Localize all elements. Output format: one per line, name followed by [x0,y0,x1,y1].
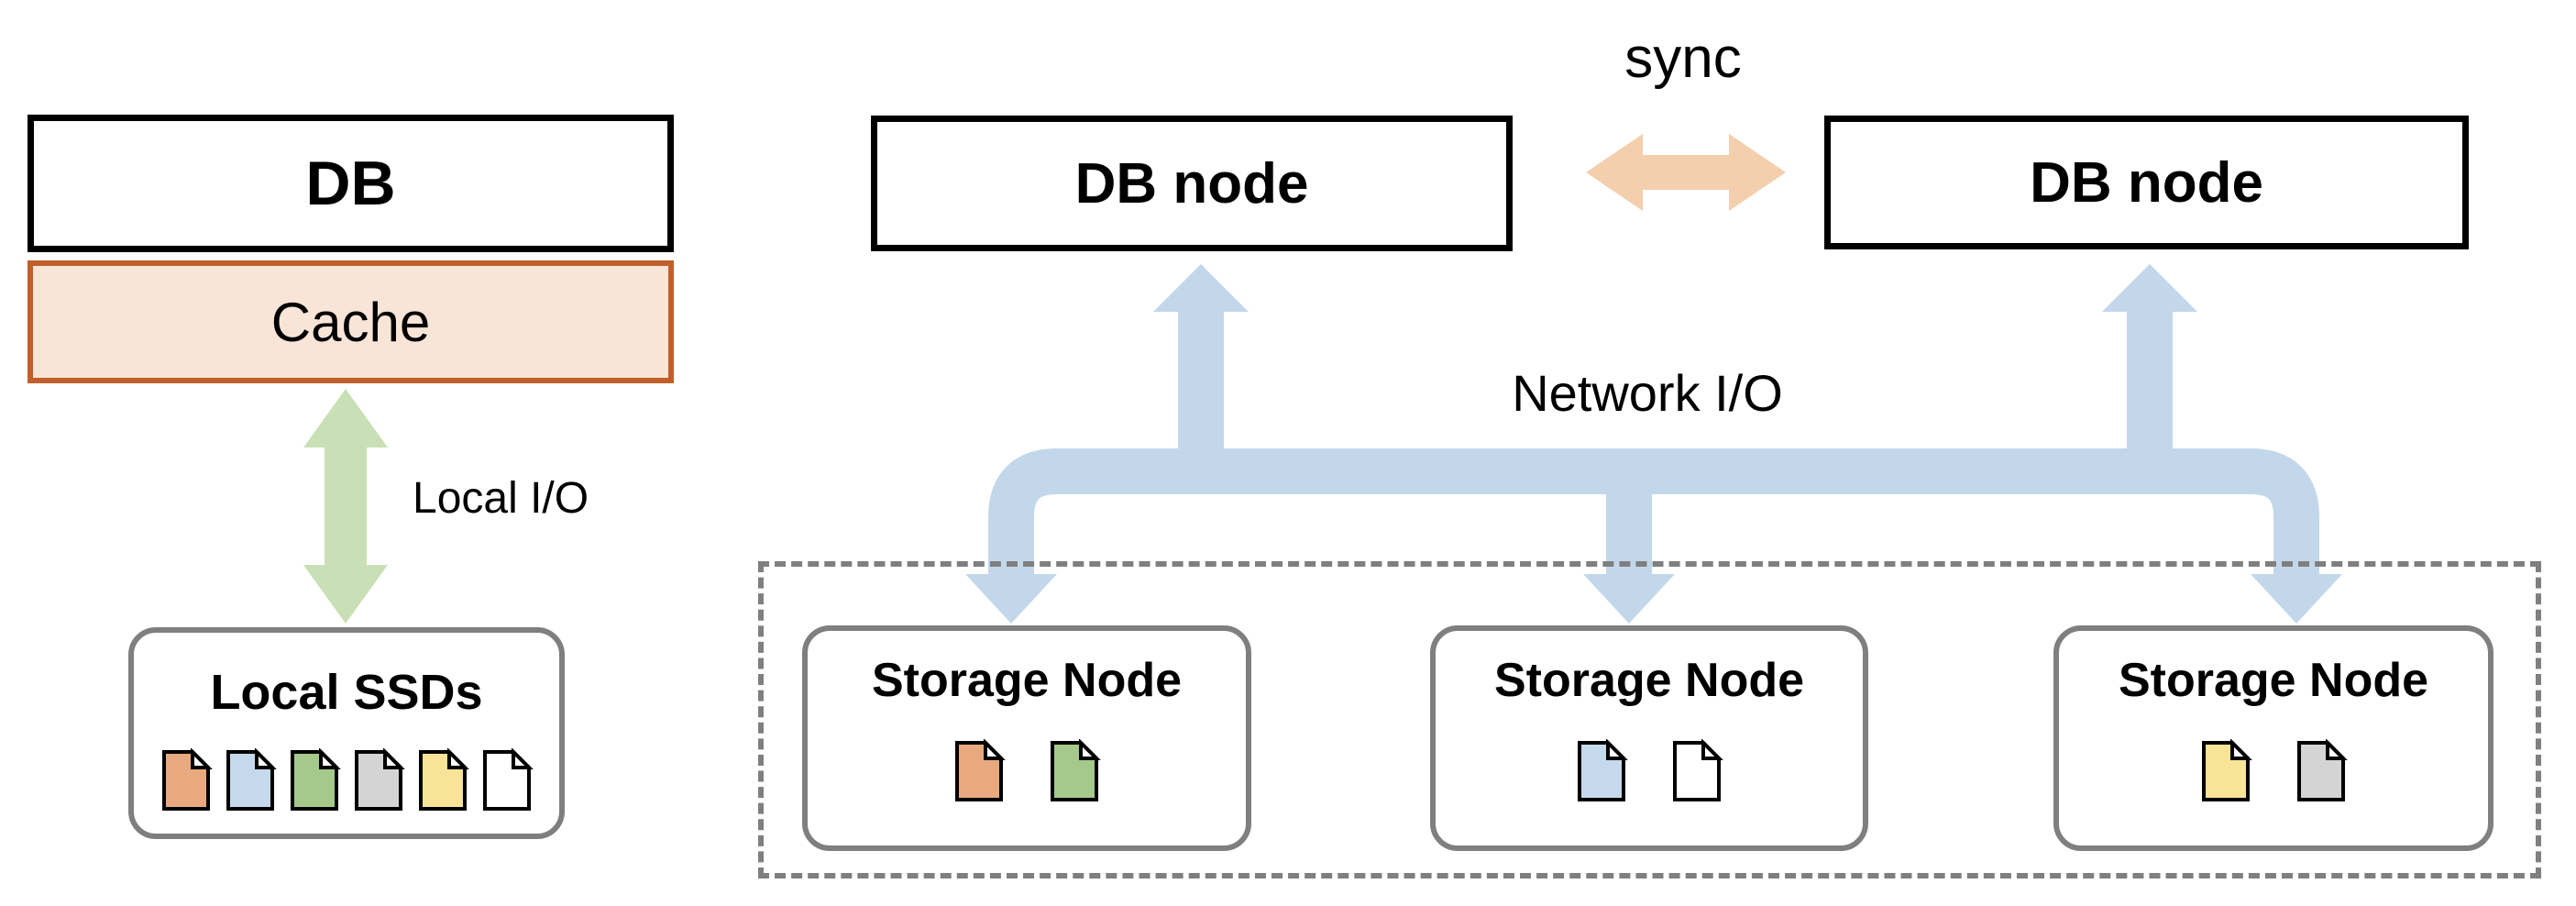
file-icon [1578,739,1628,801]
storage-node-1: Storage Node [802,625,1251,851]
cache-label: Cache [270,291,431,353]
local-ssds-box: Local SSDs [128,627,565,839]
local-ssds-title: Local SSDs [210,665,483,720]
db-box: DB [28,115,674,252]
file-icon [1673,739,1723,801]
network-io-pipe [988,448,2319,580]
up-arrow-shaft-db-2 [2127,310,2173,493]
file-icon [226,748,277,811]
sync-label: sync [1624,27,1742,90]
file-icon [2202,739,2252,801]
ssd-file-row [160,748,534,812]
file-icon [355,748,405,811]
storage-node-2: Storage Node [1430,625,1868,851]
up-arrow-shaft-db-1 [1178,310,1224,493]
db-node-label: DB node [2030,150,2263,215]
down-arrowhead-storage-1 [965,574,1057,624]
network-io-label: Network I/O [1512,364,1783,422]
file-icon [162,748,213,811]
storage-file-row [1575,739,1723,803]
db-node-label: DB node [1074,151,1309,215]
file-icon [955,739,1006,801]
storage-node-title: Storage Node [2118,654,2429,707]
db-label: DB [305,149,396,218]
file-icon [1051,739,1101,801]
file-icon [2297,739,2348,801]
file-icon [483,748,534,811]
storage-node-3: Storage Node [2053,625,2493,851]
up-arrowhead-db-1 [1153,264,1249,312]
cache-box: Cache [28,260,674,383]
sync-arrow [1586,134,1786,211]
local-io-label: Local I/O [413,474,589,523]
db-node-left: DB node [871,116,1513,251]
down-arrowhead-storage-2 [1583,574,1675,624]
file-icon [291,748,341,811]
up-arrowhead-db-2 [2102,264,2197,312]
db-node-right: DB node [1824,116,2469,249]
storage-file-row [2199,739,2348,803]
file-icon [419,748,469,811]
storage-file-row [952,739,1101,803]
storage-node-title: Storage Node [871,654,1183,707]
local-io-arrow [303,389,388,624]
down-arrowhead-storage-3 [2251,574,2342,624]
storage-node-title: Storage Node [1493,654,1805,707]
storage-cluster-boundary [758,561,2541,878]
